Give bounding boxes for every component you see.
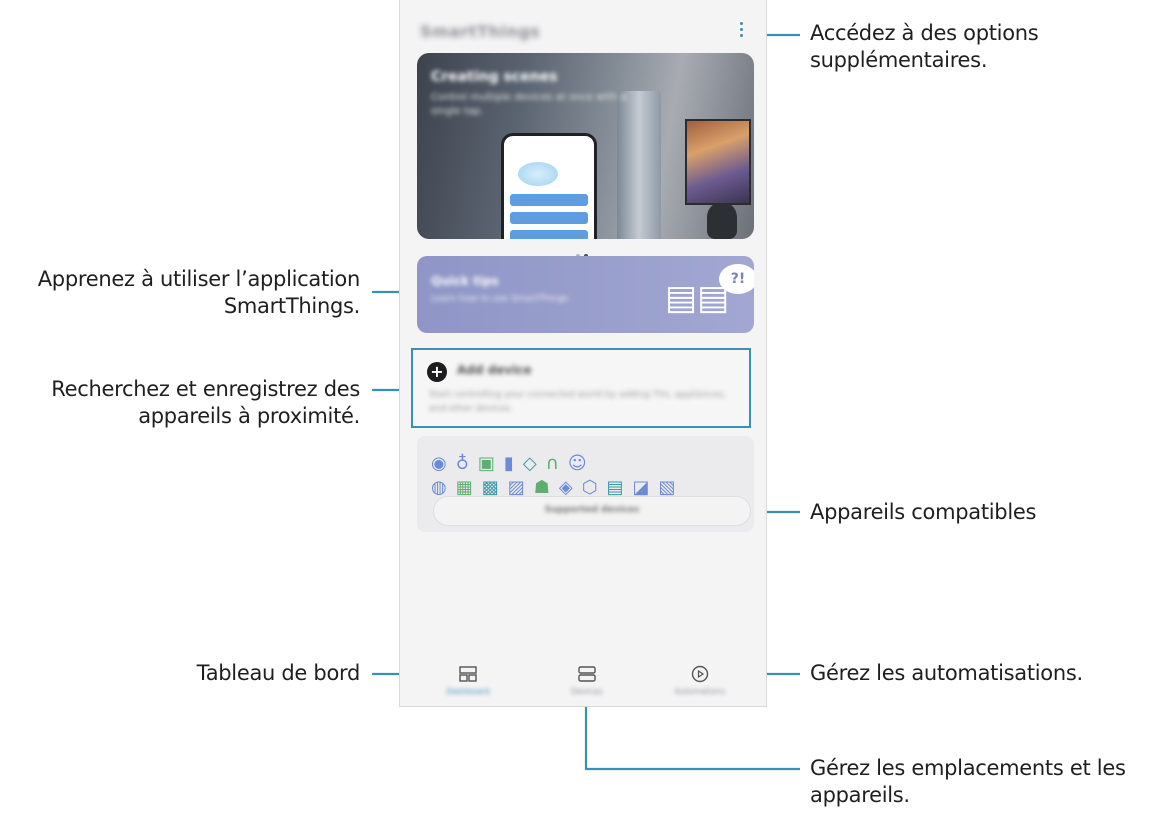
smartthings-screen: SmartThings Creating scenes Control mult…: [399, 0, 767, 707]
callout-compatible: Appareils compatibles: [810, 499, 1036, 526]
callout-options-line1: Accédez à des options: [810, 21, 1039, 45]
tab-devices-label: Devices: [571, 687, 603, 696]
device-type-icons: ◉♁▣▮◇∩☺ ◍▦▩▨☗◈⬡▤◪▧: [431, 452, 741, 500]
device-icon: ◉: [431, 453, 456, 474]
callout-dashboard-line1: Tableau de bord: [196, 661, 361, 685]
vase-illustration: [707, 203, 737, 239]
hero-banner[interactable]: Creating scenes Control multiple devices…: [417, 53, 754, 239]
question-bubble-icon: ?!: [719, 264, 754, 294]
compatible-devices-card: ◉♁▣▮◇∩☺ ◍▦▩▨☗◈⬡▤◪▧ Supported devices: [417, 436, 754, 532]
automations-icon: [691, 665, 709, 683]
device-icon: ▮: [503, 453, 523, 474]
callout-options-line2: supplémentaires.: [810, 48, 988, 72]
callout-locations: Gérez les emplacements et les appareils.: [810, 755, 1126, 809]
devices-icon: [578, 666, 596, 682]
device-icon: ♁: [455, 453, 478, 474]
device-icon: ◈: [558, 477, 582, 498]
tab-devices[interactable]: Devices: [537, 660, 637, 704]
tips-subtitle: Learn how to use SmartThings: [431, 294, 569, 304]
device-icon: ⬡: [581, 477, 607, 498]
add-icon: +: [427, 362, 447, 382]
tips-card[interactable]: Quick tips Learn how to use SmartThings …: [417, 256, 754, 333]
callout-search: Recherchez et enregistrez des appareils …: [51, 376, 360, 430]
callout-locations-line1: Gérez les emplacements et les: [810, 756, 1126, 780]
callout-learn: Apprenez à utiliser l’application SmartT…: [37, 266, 361, 320]
callout-dashboard: Tableau de bord: [196, 660, 361, 687]
device-icon: ▦: [455, 477, 482, 498]
tab-automations[interactable]: Automations: [650, 660, 750, 704]
device-icon: ☺: [567, 453, 596, 474]
tab-dashboard[interactable]: Dashboard: [418, 660, 518, 704]
book-icon: ▤▤: [665, 278, 730, 318]
supported-devices-button[interactable]: Supported devices: [433, 496, 751, 526]
callout-compatible-line1: Appareils compatibles: [810, 500, 1037, 524]
device-icon: ◪: [632, 477, 659, 498]
callout-learn-line2: SmartThings.: [223, 294, 360, 318]
add-device-title: Add device: [457, 363, 532, 377]
tab-automations-label: Automations: [674, 687, 726, 696]
speaker-tower-illustration: [617, 91, 661, 239]
callout-locations-line2: appareils.: [810, 783, 910, 807]
device-icon: ◍: [431, 477, 456, 498]
callout-search-line2: appareils à proximité.: [138, 404, 360, 428]
app-title: SmartThings: [420, 22, 541, 41]
device-icon: ▨: [507, 477, 534, 498]
callout-automations-line1: Gérez les automatisations.: [810, 661, 1083, 685]
device-icon: ▩: [481, 477, 508, 498]
phone-illustration: [501, 133, 597, 239]
tips-title: Quick tips: [431, 274, 499, 288]
device-icon: ∩: [545, 453, 568, 474]
callout-learn-line1: Apprenez à utiliser l’application: [37, 267, 361, 291]
callout-options: Accédez à des options supplémentaires.: [810, 20, 1039, 74]
tv-illustration: [685, 119, 751, 205]
device-icon: ▧: [658, 477, 685, 498]
dashboard-icon: [459, 666, 477, 682]
device-icon: ▤: [606, 477, 633, 498]
add-device-description: Start controlling your connected world b…: [429, 390, 726, 414]
bottom-navigation: Dashboard Devices Automations: [400, 656, 766, 706]
hero-subtitle: Control multiple devices at once with a …: [431, 92, 627, 117]
add-device-card[interactable]: + Add device Start controlling your conn…: [411, 348, 751, 428]
device-icon: ◇: [522, 453, 546, 474]
more-vert-icon[interactable]: [734, 22, 748, 42]
tab-dashboard-label: Dashboard: [446, 687, 490, 696]
device-icon: ☗: [533, 477, 559, 498]
callout-automations: Gérez les automatisations.: [810, 660, 1083, 687]
device-icon: ▣: [477, 453, 504, 474]
callout-search-line1: Recherchez et enregistrez des: [51, 377, 360, 401]
supported-devices-label: Supported devices: [544, 505, 640, 515]
hero-title: Creating scenes: [431, 69, 558, 85]
